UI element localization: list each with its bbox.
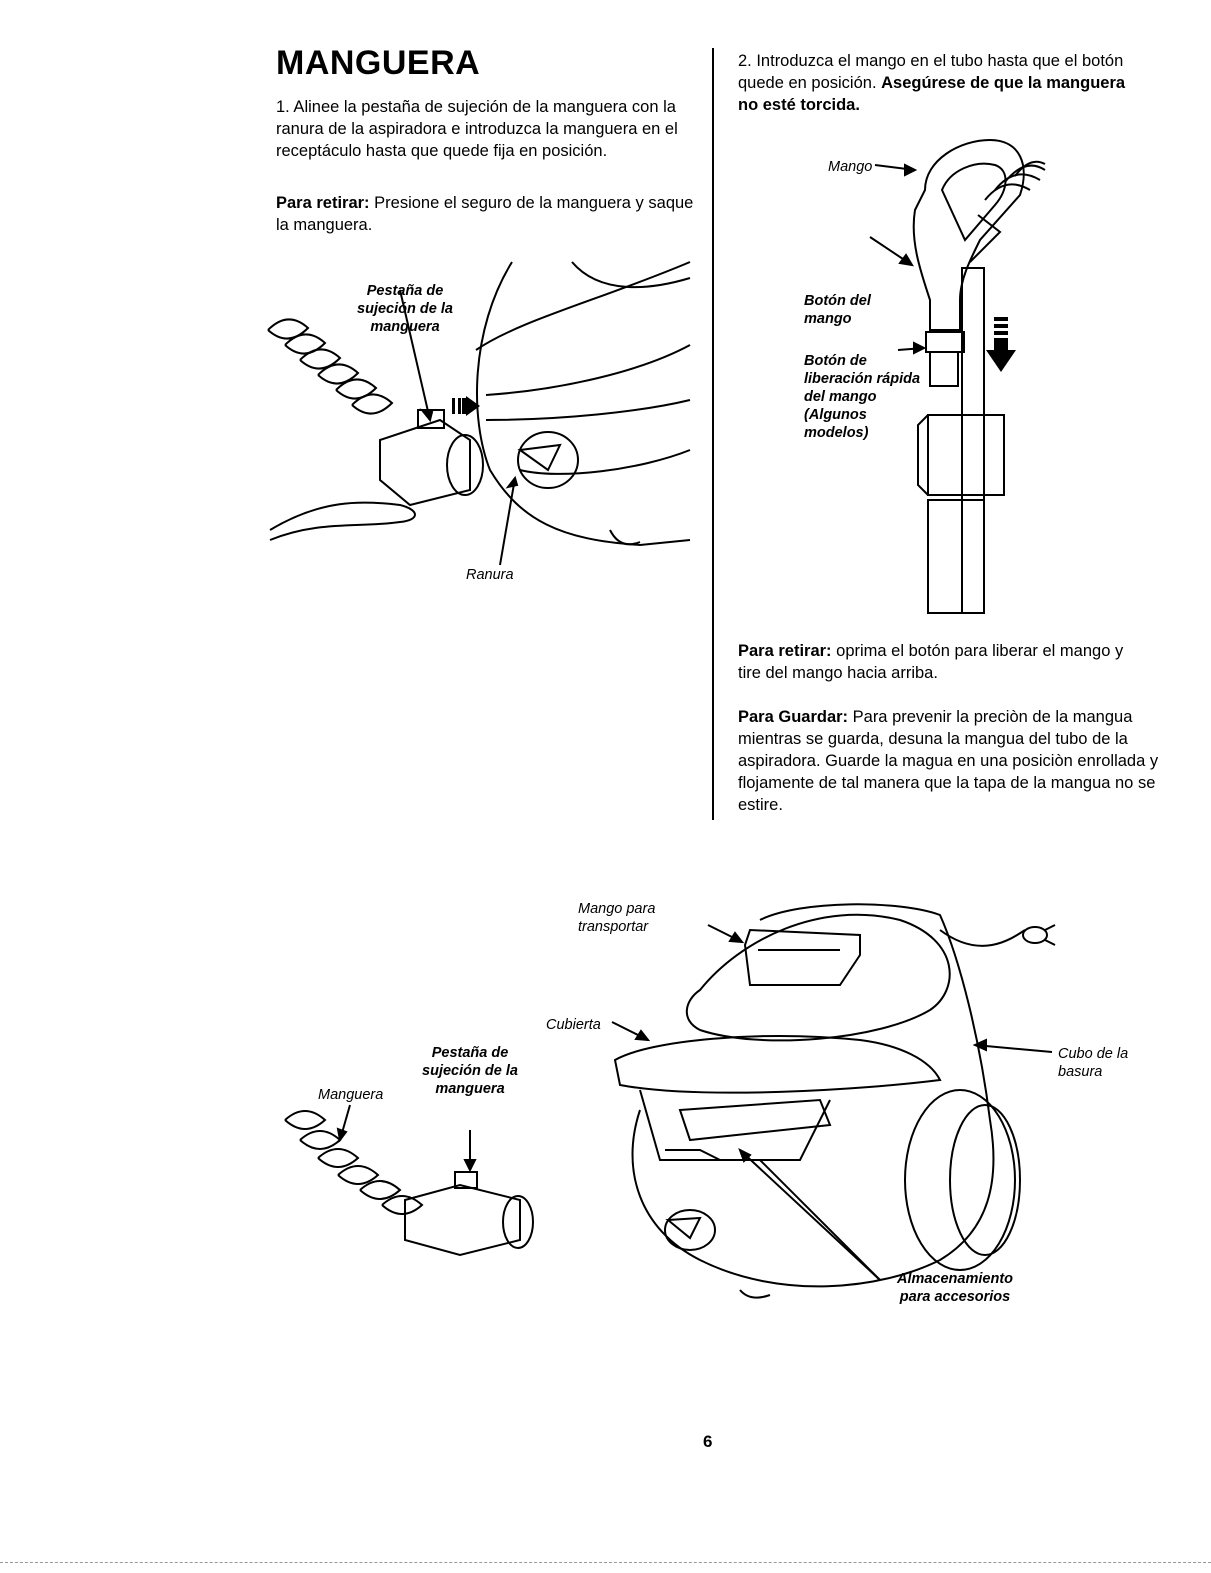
step-2-text: 2. Introduzca el mango en el tubo hasta … — [738, 52, 1124, 92]
fig3-storage-label: Almacenamiento para accesorios — [896, 1271, 1014, 1305]
right-remove-text: oprima el botón para liberar el mango y … — [738, 642, 1124, 682]
column-divider — [712, 48, 714, 820]
fig3-bin-label: Cubo de la basura — [1058, 1046, 1129, 1080]
fig2-handle-label: Mango — [828, 159, 873, 175]
fig2-handle-button-label: Botón del mango — [804, 293, 871, 327]
right-remove-label: Para retirar: — [738, 642, 832, 660]
left-remove-label: Para retirar: — [276, 194, 370, 212]
store-text: Para prevenir la preciòn de la mangua mi… — [738, 708, 1159, 814]
page-bottom-edge — [0, 1562, 1211, 1563]
page-title: MANGUERA — [276, 44, 481, 82]
fig1-tab-label: Pestaña de sujeción de la manguera — [357, 283, 453, 335]
store-label: Para Guardar: — [738, 708, 849, 726]
left-remove-paragraph: Para retirar: Presione el seguro de la m… — [276, 192, 696, 236]
left-remove-text: Presione el seguro de la manguera y saqu… — [276, 194, 694, 234]
step-2-paragraph: 2. Introduzca el mango en el tubo hasta … — [738, 50, 1128, 116]
right-remove-paragraph: Para retirar: oprima el botón para liber… — [738, 640, 1148, 684]
fig3-cover-label: Cubierta — [546, 1017, 601, 1033]
fig2-release-label: Botón de liberación rápida del mango (Al… — [804, 353, 921, 441]
store-paragraph: Para Guardar: Para prevenir la preciòn d… — [738, 706, 1160, 816]
page-number: 6 — [703, 1432, 713, 1451]
fig1-slot-label: Ranura — [466, 567, 514, 583]
step-1-text: 1. Alinee la pestaña de sujeción de la m… — [276, 98, 678, 160]
fig3-carry-label: Mango para transportar — [578, 901, 656, 935]
fig3-tab-label: Pestaña de sujeción de la manguera — [422, 1045, 518, 1097]
step-2-warning: Asegúrese de que la manguera no esté tor… — [738, 74, 1126, 114]
fig3-hose-label: Manguera — [318, 1087, 384, 1103]
